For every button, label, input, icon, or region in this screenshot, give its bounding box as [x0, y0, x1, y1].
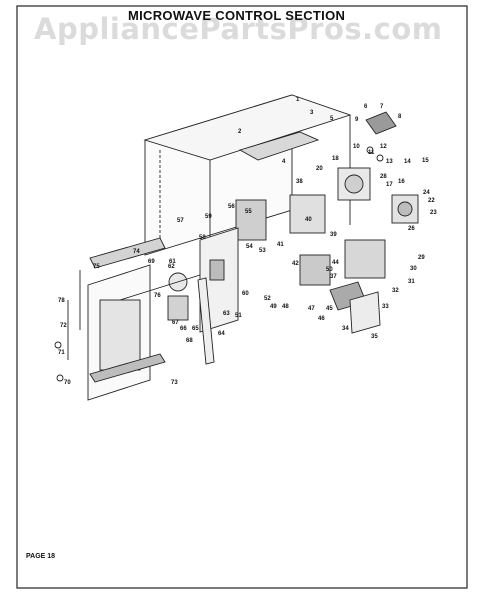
callout-68: 68 — [186, 338, 193, 344]
callout-42: 42 — [292, 261, 299, 267]
transformer — [344, 239, 386, 279]
callout-26: 26 — [408, 226, 415, 232]
diode-bracket — [289, 194, 326, 234]
callout-14: 14 — [404, 159, 411, 165]
callout-24: 24 — [423, 190, 430, 196]
capacitor — [299, 254, 331, 286]
callout-41: 41 — [277, 242, 284, 248]
callout-16: 16 — [398, 179, 405, 185]
callout-31: 31 — [408, 279, 415, 285]
relay-board — [349, 291, 381, 334]
callout-38: 38 — [296, 179, 303, 185]
latch-assembly — [365, 111, 397, 135]
callout-35: 35 — [371, 334, 378, 340]
callout-7: 7 — [380, 104, 384, 110]
callout-40: 40 — [305, 217, 312, 223]
callout-65: 65 — [192, 326, 199, 332]
callout-34: 34 — [342, 326, 349, 332]
callout-47: 47 — [308, 306, 315, 312]
callout-15: 15 — [422, 158, 429, 164]
callout-20: 20 — [316, 166, 323, 172]
callout-13: 13 — [386, 159, 393, 165]
callout-39: 39 — [330, 232, 337, 238]
panel-trim-top — [89, 237, 166, 269]
callout-62: 62 — [168, 264, 175, 270]
cavity-panel — [238, 131, 320, 161]
callout-73: 73 — [171, 380, 178, 386]
callout-57: 57 — [177, 218, 184, 224]
callout-4: 4 — [282, 159, 286, 165]
callout-58: 58 — [199, 235, 206, 241]
watermark: AppliancePartsPros.com — [34, 12, 443, 46]
callout-61: 61 — [169, 259, 176, 265]
callout-54: 54 — [246, 244, 253, 250]
callout-67: 67 — [172, 320, 179, 326]
callout-1: 1 — [296, 97, 300, 103]
callout-74: 74 — [133, 249, 140, 255]
callout-48: 48 — [282, 304, 289, 310]
callout-56: 56 — [228, 204, 235, 210]
callout-5: 5 — [330, 116, 334, 122]
callout-29: 29 — [418, 255, 425, 261]
page-title: MICROWAVE CONTROL SECTION — [128, 8, 346, 23]
callout-22: 22 — [428, 198, 435, 204]
callout-53: 53 — [259, 248, 266, 254]
callout-78: 78 — [58, 298, 65, 304]
callout-30: 30 — [410, 266, 417, 272]
callout-23: 23 — [430, 210, 437, 216]
callout-51: 51 — [235, 313, 242, 319]
callout-33: 33 — [382, 304, 389, 310]
callout-11: 11 — [368, 150, 375, 156]
callout-70: 70 — [64, 380, 71, 386]
callout-52: 52 — [264, 296, 271, 302]
callout-60: 60 — [242, 291, 249, 297]
side-strip — [197, 277, 215, 365]
panel-trim-bottom — [89, 353, 166, 383]
callout-72: 72 — [60, 323, 67, 329]
callout-44: 44 — [332, 260, 339, 266]
callout-69: 69 — [148, 259, 155, 265]
callout-12: 12 — [380, 144, 387, 150]
callout-64: 64 — [218, 331, 225, 337]
callout-50: 50 — [326, 267, 333, 273]
callout-75: 75 — [93, 264, 100, 270]
callout-46: 46 — [318, 316, 325, 322]
callout-49: 49 — [270, 304, 277, 310]
callout-59: 59 — [205, 214, 212, 220]
callout-55: 55 — [245, 209, 252, 215]
callout-18: 18 — [332, 156, 339, 162]
interlock-switch — [235, 199, 267, 241]
callout-2: 2 — [238, 129, 242, 135]
callout-28: 28 — [380, 174, 387, 180]
keypad — [99, 299, 141, 371]
callout-71: 71 — [58, 350, 65, 356]
page-footer: PAGE 18 — [26, 553, 56, 560]
callout-37: 37 — [330, 274, 337, 280]
callout-45: 45 — [326, 306, 333, 312]
callout-6: 6 — [364, 104, 368, 110]
callout-63: 63 — [223, 311, 230, 317]
callout-10: 10 — [353, 144, 360, 150]
callout-66: 66 — [180, 326, 187, 332]
callout-3: 3 — [310, 110, 314, 116]
callout-8: 8 — [398, 114, 402, 120]
callout-76: 76 — [154, 293, 161, 299]
callout-9: 9 — [355, 117, 359, 123]
callout-17: 17 — [386, 182, 393, 188]
callout-32: 32 — [392, 288, 399, 294]
